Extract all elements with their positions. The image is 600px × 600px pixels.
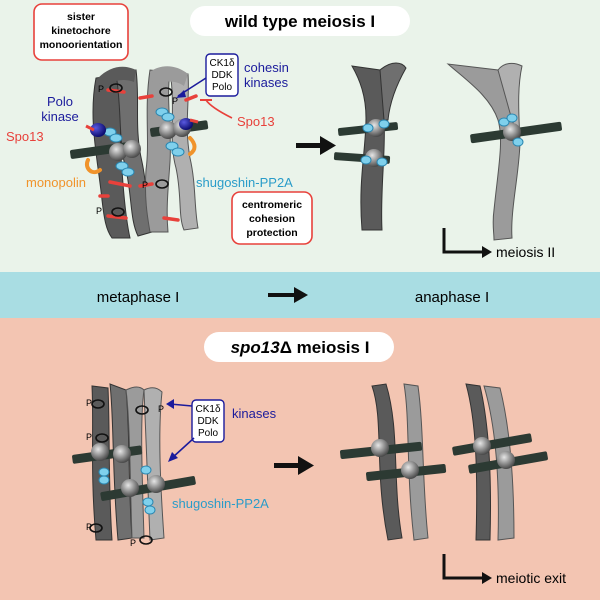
monoorientation-line1: sister — [67, 11, 95, 23]
bottom-title-pill — [204, 332, 394, 362]
phospho-top-2: P — [172, 96, 178, 106]
shugoshin-label-bottom: shugoshin-PP2A — [172, 496, 269, 511]
phospho-bottom-2: P — [158, 404, 164, 414]
top-anaphase-light-chromosome — [446, 62, 562, 241]
meiosis-ii-label: meiosis II — [496, 244, 555, 260]
cohesin-kinases-line2: kinases — [244, 75, 289, 90]
monopolin-shape-right — [188, 136, 197, 156]
spo13-marker-right — [189, 118, 199, 124]
meiotic-exit-arrow — [442, 554, 492, 584]
bottom-title-rest: Δ meiosis I — [280, 338, 370, 357]
kinase-box-bottom-ck1: CK1δ — [195, 404, 220, 415]
meiosis-ii-arrow — [442, 228, 492, 258]
bottom-progress-arrow — [274, 456, 314, 475]
monoorientation-line3: monoorientation — [40, 39, 123, 51]
protection-line1: centromeric — [242, 199, 302, 211]
polo-kinase-blob-left — [90, 123, 106, 137]
band-anaphase-label: anaphase I — [415, 289, 489, 306]
monoorientation-box — [33, 3, 129, 61]
polo-kinase-label-line1: Polo — [47, 94, 73, 109]
monopolin-shape-left — [85, 158, 102, 175]
kinase-box-bottom — [191, 399, 225, 443]
bottom-title-italic: spo13 — [231, 338, 281, 357]
kinase-box-top-polo: Polo — [212, 82, 232, 93]
bottom-title: spo13Δ meiosis I — [231, 338, 370, 357]
meiotic-exit-label: meiotic exit — [496, 570, 566, 586]
cohesin-kinases-line1: cohesin — [244, 60, 289, 75]
band-metaphase-label: metaphase I — [97, 289, 180, 306]
protection-line2: cohesion — [249, 213, 295, 225]
kinase-box-bottom-polo: Polo — [198, 428, 218, 439]
polo-kinase-blob-right — [179, 118, 193, 130]
bottom-metaphase-bivalent — [72, 383, 196, 545]
spo13-inhibition-line — [205, 99, 233, 119]
bottom-anaphase-right-chromatids — [452, 383, 548, 541]
top-progress-arrow — [296, 136, 336, 155]
monopolin-label: monopolin — [26, 175, 86, 190]
top-title: wild type meiosis I — [224, 12, 375, 31]
kinase-box-top-ddk: DDK — [211, 70, 232, 81]
kinase-box-top — [205, 53, 239, 97]
top-title-pill — [190, 6, 410, 36]
phospho-top-1: P — [98, 84, 104, 94]
monoorientation-line2: kinetochore — [51, 25, 111, 37]
band-arrow — [268, 287, 308, 303]
protection-box — [231, 191, 313, 245]
top-anaphase-dark-chromosome — [333, 62, 407, 231]
phospho-top-4: P — [142, 180, 148, 190]
phospho-bottom-1: P — [86, 398, 92, 408]
kinase-arrow-bottom-2 — [171, 437, 195, 459]
shugoshin-label-top: shugoshin-PP2A — [196, 175, 293, 190]
phospho-bottom-3: P — [86, 432, 92, 442]
spo13-marker-left — [85, 124, 95, 132]
top-metaphase-bivalent — [69, 66, 209, 239]
phospho-bottom-5: P — [130, 538, 136, 548]
spo13-label-left: Spo13 — [6, 129, 44, 144]
kinases-label-bottom: kinases — [232, 406, 277, 421]
bottom-anaphase-left-chromatids — [339, 383, 447, 541]
kinase-box-bottom-ddk: DDK — [197, 416, 218, 427]
polo-kinase-label-line2: kinase — [41, 109, 79, 124]
protection-line3: protection — [246, 227, 297, 239]
phospho-bottom-4: P — [86, 522, 92, 532]
kinase-box-top-ck1: CK1δ — [209, 58, 234, 69]
spo13-label-right: Spo13 — [237, 114, 275, 129]
phospho-top-3: P — [96, 206, 102, 216]
